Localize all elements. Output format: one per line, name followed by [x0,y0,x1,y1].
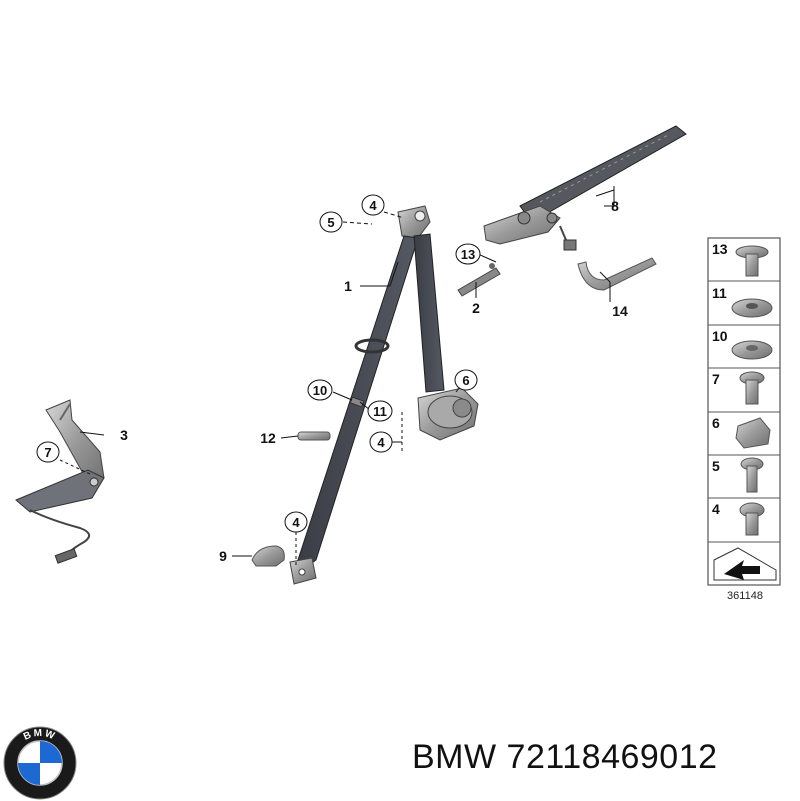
callout: 13 [455,243,481,265]
callout: 4 [284,511,308,533]
callout-text: 4 [377,435,385,450]
part-label: 3 [120,427,128,443]
washer-icon [731,340,773,360]
callout-text: 5 [327,215,334,230]
belt-retractor [417,387,479,441]
brand-name: BMW [412,738,497,776]
legend-number: 10 [712,328,728,344]
height-adjuster-rail [483,125,687,251]
callout: 6 [454,369,478,391]
bolt-icon [739,371,765,405]
part-label: 12 [260,430,276,446]
cover-part-9 [251,545,285,567]
callout: 4 [361,194,385,216]
callout: 11 [367,400,393,422]
diagram-reference-number: 361148 [727,590,763,602]
callout-text: 13 [461,247,475,262]
legend-number: 13 [712,241,728,257]
guide-part-14 [577,257,657,291]
leader-lines [59,186,615,566]
legend-number: 7 [712,371,720,387]
legend-number: 5 [712,458,720,474]
part-label: 8 [611,198,619,214]
callout: 7 [36,441,60,463]
legend-number: 4 [712,501,720,517]
bmw-logo: BMW [3,726,77,800]
part-label: 9 [219,548,227,564]
bracket-part-2 [457,263,501,297]
clip-icon [735,417,771,449]
nut-icon [731,298,773,318]
part-label: 14 [612,303,628,319]
svg-text:BMW: BMW [22,728,58,743]
callout: 5 [319,211,343,233]
part-label: 1 [344,278,352,294]
arrow-symbol-icon [713,547,777,581]
part-number: 72118469012 [506,738,718,776]
callout-text: 4 [369,198,377,213]
part-label: 2 [472,300,480,316]
logo-lettering: BMW [22,728,56,743]
legend-number: 6 [712,415,720,431]
callout-text: 4 [292,515,300,530]
callout-text: 10 [313,383,327,398]
belt-buckle [15,399,105,564]
callout-text: 7 [44,445,51,460]
callout: 10 [307,379,333,401]
legend-number: 11 [712,285,727,301]
bolt-icon [739,502,765,536]
part-number-caption: BMW 72118469012 [412,738,718,777]
callout-text: 11 [373,404,387,419]
sleeve-part-12 [297,431,331,441]
callout: 4 [369,431,393,453]
callout-text: 6 [462,373,469,388]
parts-legend: 13 11 10 7 6 5 [707,237,781,586]
screw-icon [735,245,769,277]
screw-icon [740,457,764,493]
